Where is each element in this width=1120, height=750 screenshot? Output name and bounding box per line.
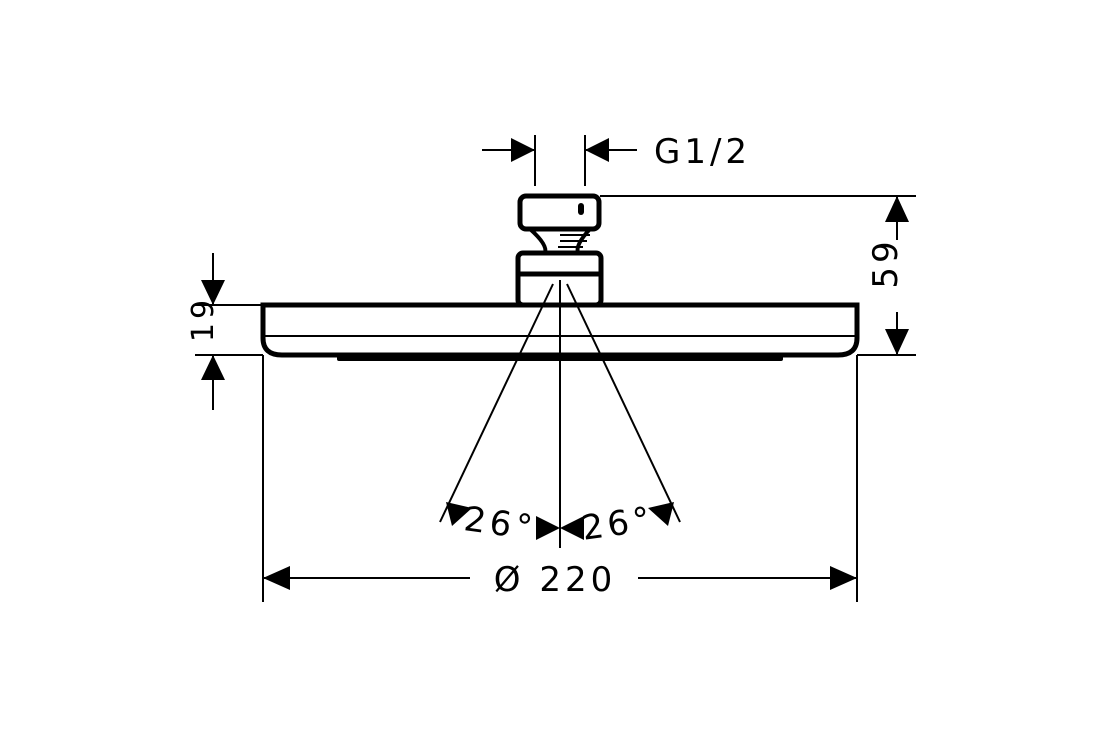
- angle-right-label: 26°: [579, 499, 656, 549]
- diameter-dimension: Ø 220: [262, 355, 858, 602]
- height-label: 59: [866, 237, 906, 288]
- height-dimension: 59: [600, 195, 916, 356]
- spray-cone-lines: [439, 280, 681, 548]
- thickness-label: 19: [186, 296, 221, 342]
- diameter-label: Ø 220: [494, 560, 616, 600]
- thread-dimension: G1/2: [482, 132, 751, 186]
- angle-left-label: 26°: [462, 499, 539, 549]
- thickness-dimension: 19: [186, 253, 263, 410]
- angle-dimension: 26° 26°: [446, 499, 674, 549]
- thread-label: G1/2: [654, 132, 751, 172]
